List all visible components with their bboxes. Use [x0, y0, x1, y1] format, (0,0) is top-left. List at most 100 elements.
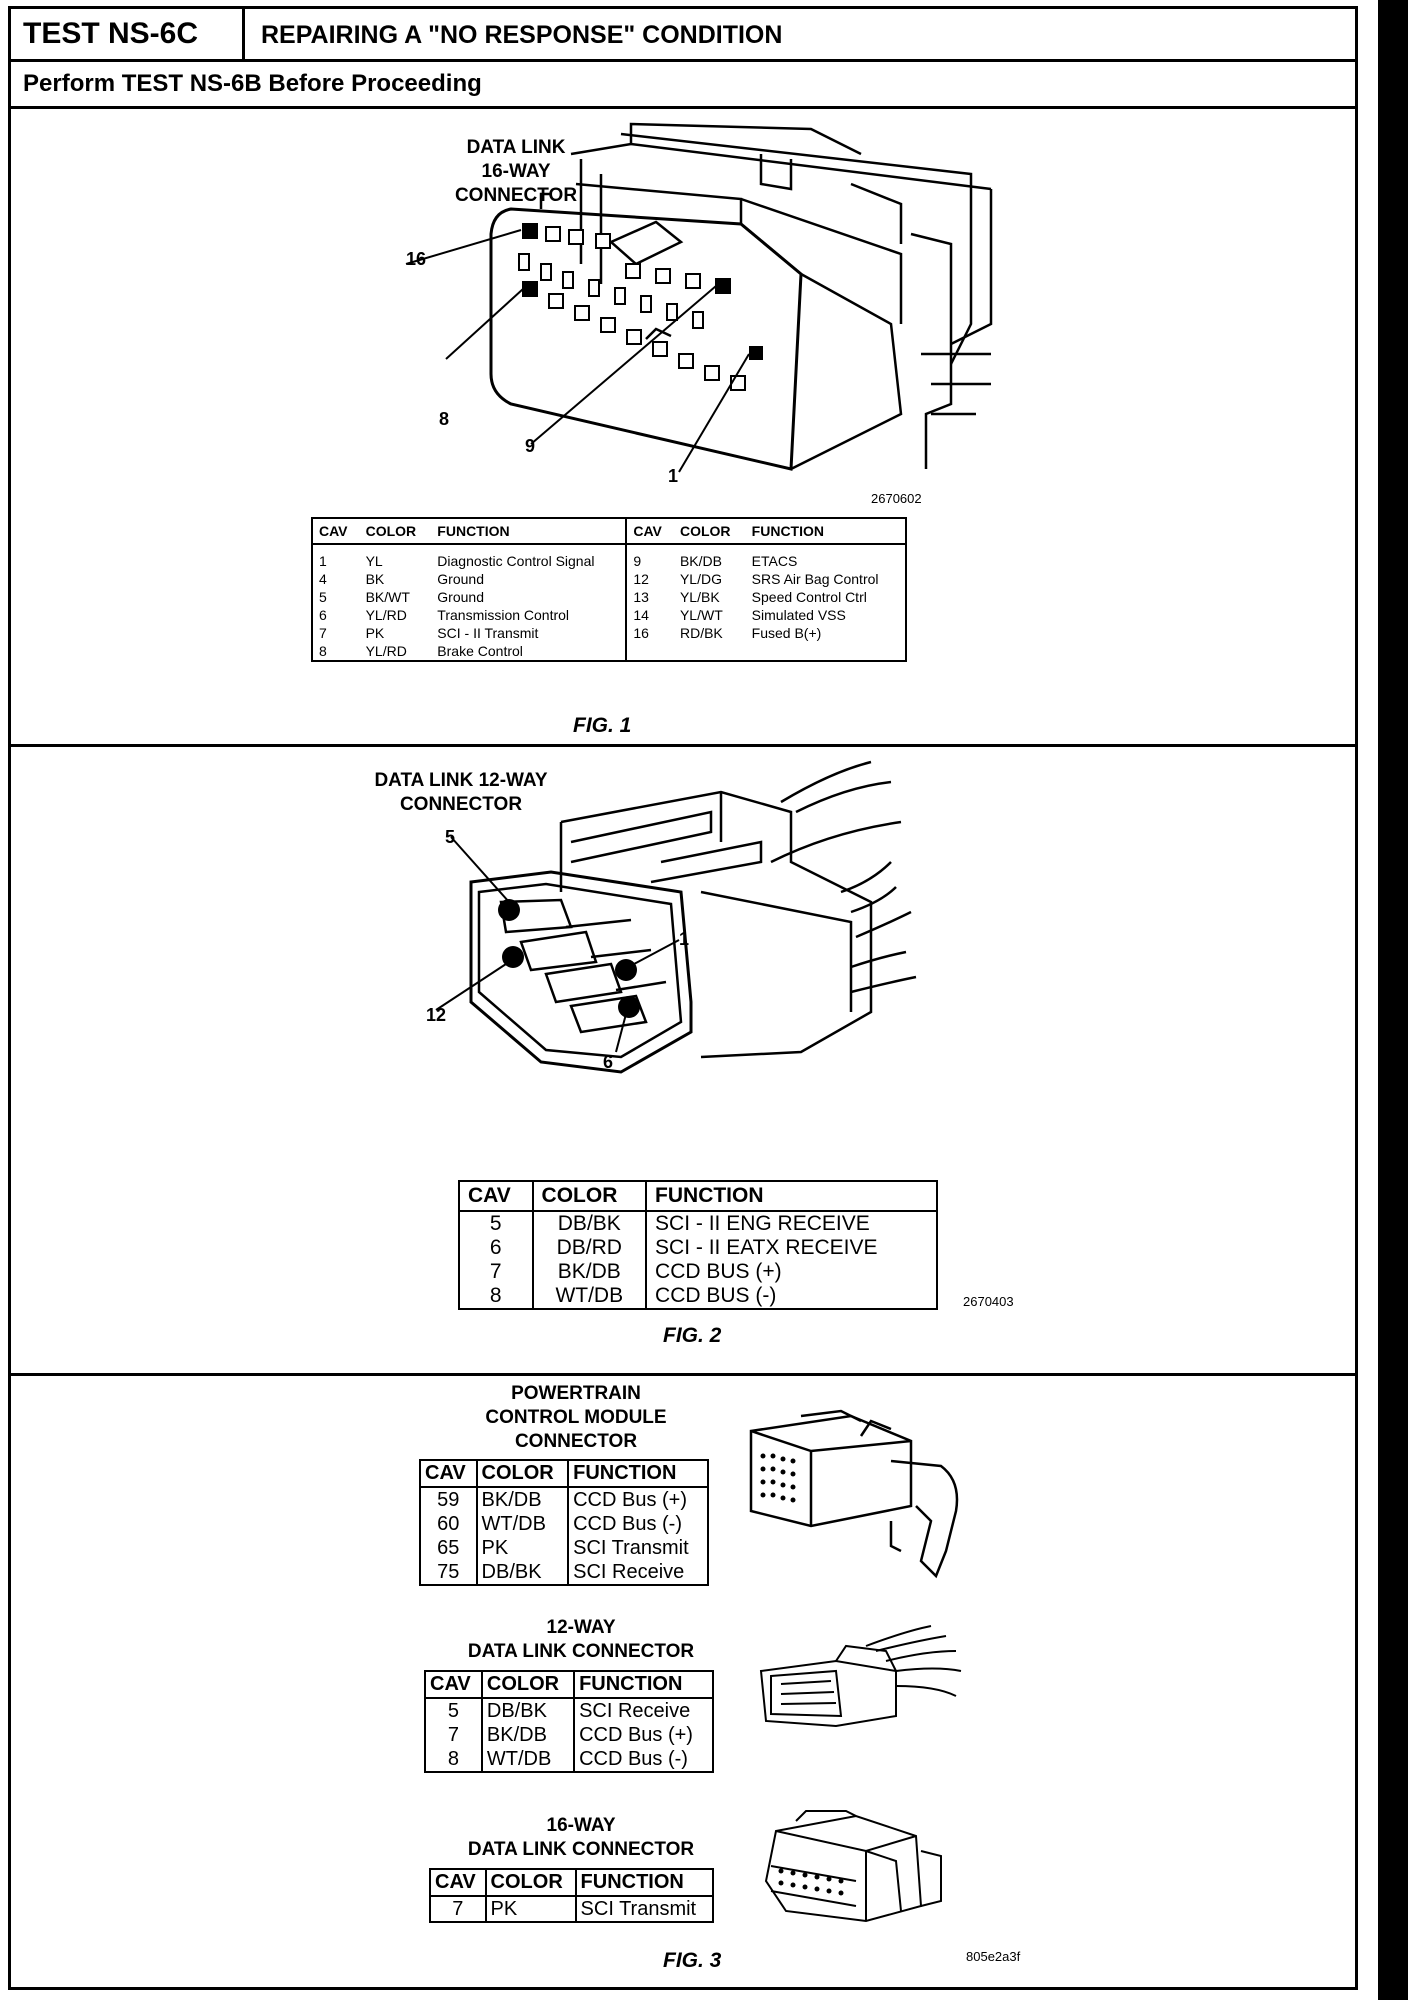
table-cell: 60: [419, 1512, 478, 1536]
table-cell: DB/BK: [480, 1698, 576, 1723]
test-id: TEST NS-6C: [11, 9, 245, 59]
pin-label-1: 1: [679, 929, 690, 949]
table-cell: SCI Receive: [567, 1560, 709, 1585]
table-cell: Ground: [437, 571, 484, 587]
table-cell: BK/DB: [531, 1260, 648, 1284]
table-cell: 5: [458, 1211, 534, 1236]
pin-5-marker: [498, 899, 520, 921]
table-cell: 1: [319, 553, 327, 569]
fig1-part-code: 2670602: [871, 491, 922, 506]
table-cell: SCI Transmit: [567, 1536, 709, 1560]
table-cell: CCD BUS (-): [645, 1284, 938, 1309]
table-cell: Speed Control Ctrl: [751, 589, 867, 605]
table-cell: PK: [475, 1536, 570, 1560]
col-header: CAV: [424, 1670, 483, 1699]
table-cell: PK: [365, 625, 385, 641]
table-cell: Fused B(+): [751, 625, 822, 641]
table-cell: CCD Bus (-): [573, 1747, 714, 1772]
table-cell: 8: [424, 1747, 483, 1772]
page-edge-bar: [1378, 0, 1408, 2000]
table-cell: 7: [458, 1260, 534, 1284]
table-cell: Brake Control: [437, 643, 523, 659]
table-cell: PK: [484, 1896, 577, 1922]
table-cell: 75: [419, 1560, 478, 1585]
table-cell: [625, 642, 674, 661]
table-cell: BK/DB: [475, 1487, 570, 1512]
table-cell: 6: [458, 1236, 534, 1260]
pin-label-1: 1: [668, 466, 679, 486]
table-cell: WT/DB: [480, 1747, 576, 1772]
col-header: COLOR: [673, 518, 746, 545]
dlc16-connector-label: 16-WAY DATA LINK CONNECTOR: [431, 1814, 731, 1862]
table-cell: 4: [319, 571, 327, 587]
fig2-connector-label: DATA LINK 12-WAY CONNECTOR: [351, 769, 571, 817]
col-header: CAV: [429, 1868, 487, 1897]
table-cell: YL/RD: [365, 643, 407, 659]
table-cell: 14: [625, 606, 674, 624]
pcm-connector-drawing: [749, 1409, 959, 1579]
table-cell: Diagnostic Control Signal: [437, 553, 595, 569]
pin-label-16: 16: [406, 249, 427, 269]
pin-label-9: 9: [525, 436, 536, 456]
pcm-label-line: CONNECTOR: [514, 1431, 638, 1452]
test-frame: TEST NS-6C REPAIRING A "NO RESPONSE" CON…: [8, 6, 1358, 1990]
fig2-section: DATA LINK 12-WAY CONNECTOR: [11, 747, 1355, 1376]
table-cell: 59: [419, 1487, 478, 1512]
fig1-section: DATA LINK 16-WAY CONNECTOR: [11, 109, 1355, 747]
table-cell: BK/WT: [365, 589, 410, 605]
dlc16-label-line: DATA LINK CONNECTOR: [467, 1839, 695, 1860]
table-cell: 8: [319, 643, 327, 659]
table-cell: YL/WT: [679, 607, 723, 623]
table-cell: CCD Bus (+): [567, 1487, 709, 1512]
col-header: COLOR: [480, 1670, 576, 1699]
pcm-label-line: CONTROL MODULE: [485, 1407, 667, 1428]
table-cell: SCI - II Transmit: [437, 625, 539, 641]
dlc12-connector-drawing: [759, 1625, 962, 1728]
table-row: 8 YL/RD Brake Control: [312, 642, 906, 661]
table-cell: 7: [424, 1723, 483, 1747]
col-header: CAV: [419, 1459, 478, 1488]
fig2-label-line: DATA LINK 12-WAY: [374, 770, 548, 791]
table-cell: SCI - II EATX RECEIVE: [645, 1236, 938, 1260]
col-header: COLOR: [531, 1180, 648, 1212]
table-cell: SCI Receive: [573, 1698, 714, 1723]
table-cell: CCD Bus (-): [567, 1512, 709, 1536]
fig2-label-line: CONNECTOR: [399, 794, 523, 815]
col-header: FUNCTION: [567, 1459, 709, 1488]
test-title: REPAIRING A "NO RESPONSE" CONDITION: [261, 21, 783, 49]
fig1-label-line: 16-WAY: [481, 161, 551, 182]
fig1-label-line: CONNECTOR: [454, 185, 578, 206]
table-cell: 65: [419, 1536, 478, 1560]
table-cell: YL/BK: [679, 589, 720, 605]
dlc12-connector-label: 12-WAY DATA LINK CONNECTOR: [431, 1616, 731, 1664]
col-header: CAV: [625, 518, 674, 545]
table-cell: YL/RD: [365, 607, 407, 623]
col-header: FUNCTION: [573, 1670, 714, 1699]
table-cell: RD/BK: [679, 625, 723, 641]
pin-12-marker: [502, 946, 524, 968]
col-header: FUNCTION: [574, 1868, 715, 1897]
pin-label-8: 8: [439, 409, 450, 429]
fig1-connector-label: DATA LINK 16-WAY CONNECTOR: [416, 136, 616, 208]
table-cell: Simulated VSS: [751, 607, 846, 623]
table-cell: SCI Transmit: [574, 1896, 715, 1922]
table-cell: BK/DB: [679, 553, 722, 569]
test-header: TEST NS-6C REPAIRING A "NO RESPONSE" CON…: [11, 9, 1355, 62]
pin-9-marker: [716, 279, 730, 293]
pcm-connector-label: POWERTRAIN CONTROL MODULE CONNECTOR: [421, 1382, 731, 1454]
connector-16way-drawing: [405, 122, 993, 473]
table-cell: 16: [625, 624, 674, 642]
pin-16-marker: [523, 224, 537, 238]
fig1-caption: FIG. 1: [573, 714, 632, 737]
